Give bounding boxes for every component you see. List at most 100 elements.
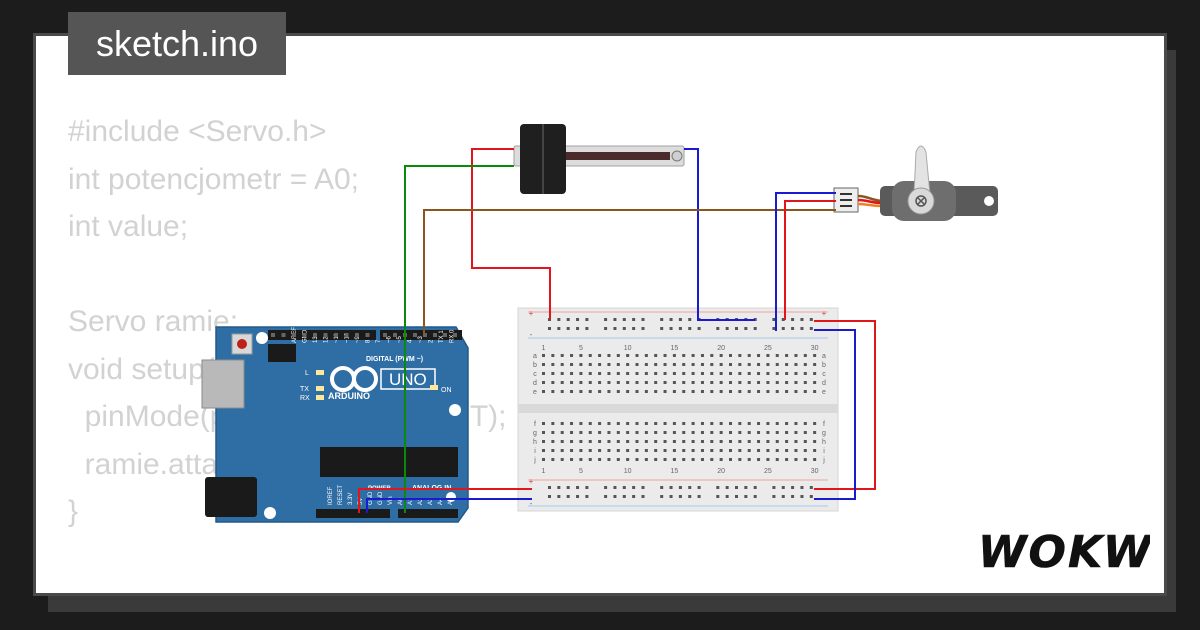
breadboard-hole[interactable] — [738, 440, 742, 443]
breadboard-hole[interactable] — [682, 372, 686, 375]
breadboard-hole[interactable] — [542, 372, 545, 375]
breadboard-hole[interactable] — [607, 431, 611, 434]
breadboard-hole[interactable] — [691, 390, 695, 393]
breadboard-hole[interactable] — [644, 363, 648, 366]
breadboard-hole[interactable] — [626, 458, 630, 461]
breadboard-hole[interactable] — [566, 327, 570, 330]
header-pin[interactable] — [393, 333, 397, 337]
breadboard-hole[interactable] — [644, 458, 648, 461]
breadboard-hole[interactable] — [570, 372, 574, 375]
breadboard-hole[interactable] — [669, 486, 673, 489]
breadboard-hole[interactable] — [682, 458, 686, 461]
breadboard-hole[interactable] — [548, 327, 551, 330]
breadboard-hole[interactable] — [588, 458, 592, 461]
breadboard-hole[interactable] — [672, 372, 676, 375]
breadboard-hole[interactable] — [803, 390, 807, 393]
breadboard-hole[interactable] — [710, 440, 714, 443]
breadboard-hole[interactable] — [566, 318, 570, 321]
breadboard-hole[interactable] — [700, 422, 704, 425]
breadboard-hole[interactable] — [719, 440, 723, 443]
breadboard-hole[interactable] — [794, 449, 798, 452]
breadboard-hole[interactable] — [757, 363, 761, 366]
breadboard-hole[interactable] — [725, 327, 729, 330]
breadboard-hole[interactable] — [738, 372, 742, 375]
header-pin[interactable] — [365, 333, 370, 337]
breadboard-hole[interactable] — [548, 318, 551, 321]
breadboard-hole[interactable] — [644, 431, 648, 434]
breadboard-hole[interactable] — [542, 440, 545, 443]
breadboard-hole[interactable] — [710, 363, 714, 366]
breadboard-hole[interactable] — [585, 495, 589, 498]
breadboard-hole[interactable] — [809, 327, 813, 330]
breadboard-hole[interactable] — [598, 372, 602, 375]
breadboard-hole[interactable] — [753, 318, 757, 321]
breadboard-hole[interactable] — [800, 327, 804, 330]
breadboard-hole[interactable] — [622, 318, 626, 321]
breadboard-hole[interactable] — [803, 440, 807, 443]
breadboard-hole[interactable] — [669, 495, 673, 498]
breadboard-hole[interactable] — [729, 458, 732, 461]
breadboard-hole[interactable] — [635, 440, 639, 443]
breadboard-hole[interactable] — [622, 486, 626, 489]
breadboard-hole[interactable] — [781, 318, 785, 321]
breadboard-hole[interactable] — [632, 486, 636, 489]
breadboard-hole[interactable] — [700, 372, 704, 375]
breadboard-hole[interactable] — [654, 449, 658, 452]
breadboard-hole[interactable] — [682, 431, 686, 434]
breadboard-hole[interactable] — [570, 354, 574, 357]
breadboard-hole[interactable] — [691, 354, 695, 357]
breadboard-hole[interactable] — [710, 354, 714, 357]
breadboard-hole[interactable] — [660, 318, 664, 321]
breadboard-hole[interactable] — [700, 458, 704, 461]
wire-blue-rail-jumper[interactable] — [814, 329, 856, 500]
breadboard-hole[interactable] — [570, 381, 574, 384]
breadboard-hole[interactable] — [710, 431, 714, 434]
breadboard-hole[interactable] — [644, 422, 648, 425]
breadboard-hole[interactable] — [791, 318, 795, 321]
breadboard-hole[interactable] — [566, 495, 570, 498]
breadboard-hole[interactable] — [803, 431, 807, 434]
breadboard-hole[interactable] — [607, 449, 611, 452]
header-pin[interactable] — [443, 333, 447, 337]
breadboard-hole[interactable] — [738, 354, 742, 357]
breadboard-hole[interactable] — [598, 440, 602, 443]
breadboard-hole[interactable] — [785, 390, 789, 393]
breadboard-hole[interactable] — [775, 440, 779, 443]
breadboard-hole[interactable] — [691, 381, 695, 384]
breadboard-hole[interactable] — [672, 449, 676, 452]
servo-motor[interactable] — [833, 145, 998, 221]
breadboard-hole[interactable] — [719, 390, 723, 393]
breadboard-hole[interactable] — [635, 354, 639, 357]
breadboard-hole[interactable] — [719, 449, 723, 452]
breadboard-hole[interactable] — [719, 458, 723, 461]
breadboard-hole[interactable] — [644, 381, 648, 384]
breadboard-hole[interactable] — [813, 431, 817, 434]
breadboard-hole[interactable] — [791, 495, 795, 498]
breadboard-hole[interactable] — [682, 422, 686, 425]
breadboard-hole[interactable] — [585, 486, 589, 489]
breadboard-hole[interactable] — [729, 449, 732, 452]
breadboard-hole[interactable] — [682, 363, 686, 366]
breadboard-hole[interactable] — [800, 486, 804, 489]
breadboard-hole[interactable] — [757, 354, 761, 357]
breadboard-hole[interactable] — [803, 372, 807, 375]
breadboard-hole[interactable] — [616, 422, 620, 425]
breadboard-hole[interactable] — [775, 458, 779, 461]
breadboard-hole[interactable] — [803, 363, 807, 366]
breadboard-hole[interactable] — [560, 354, 564, 357]
breadboard-hole[interactable] — [738, 449, 742, 452]
header-pin[interactable] — [433, 333, 437, 337]
breadboard-hole[interactable] — [542, 449, 545, 452]
breadboard-hole[interactable] — [772, 318, 776, 321]
breadboard-hole[interactable] — [691, 440, 695, 443]
breadboard-hole[interactable] — [588, 363, 592, 366]
breadboard-hole[interactable] — [570, 440, 574, 443]
header-pin[interactable] — [313, 333, 317, 337]
breadboard-hole[interactable] — [757, 372, 761, 375]
header-pin[interactable] — [344, 333, 349, 337]
breadboard-hole[interactable] — [557, 486, 561, 489]
breadboard-hole[interactable] — [813, 354, 817, 357]
breadboard-hole[interactable] — [579, 372, 583, 375]
breadboard-hole[interactable] — [626, 440, 630, 443]
breadboard-hole[interactable] — [644, 390, 648, 393]
